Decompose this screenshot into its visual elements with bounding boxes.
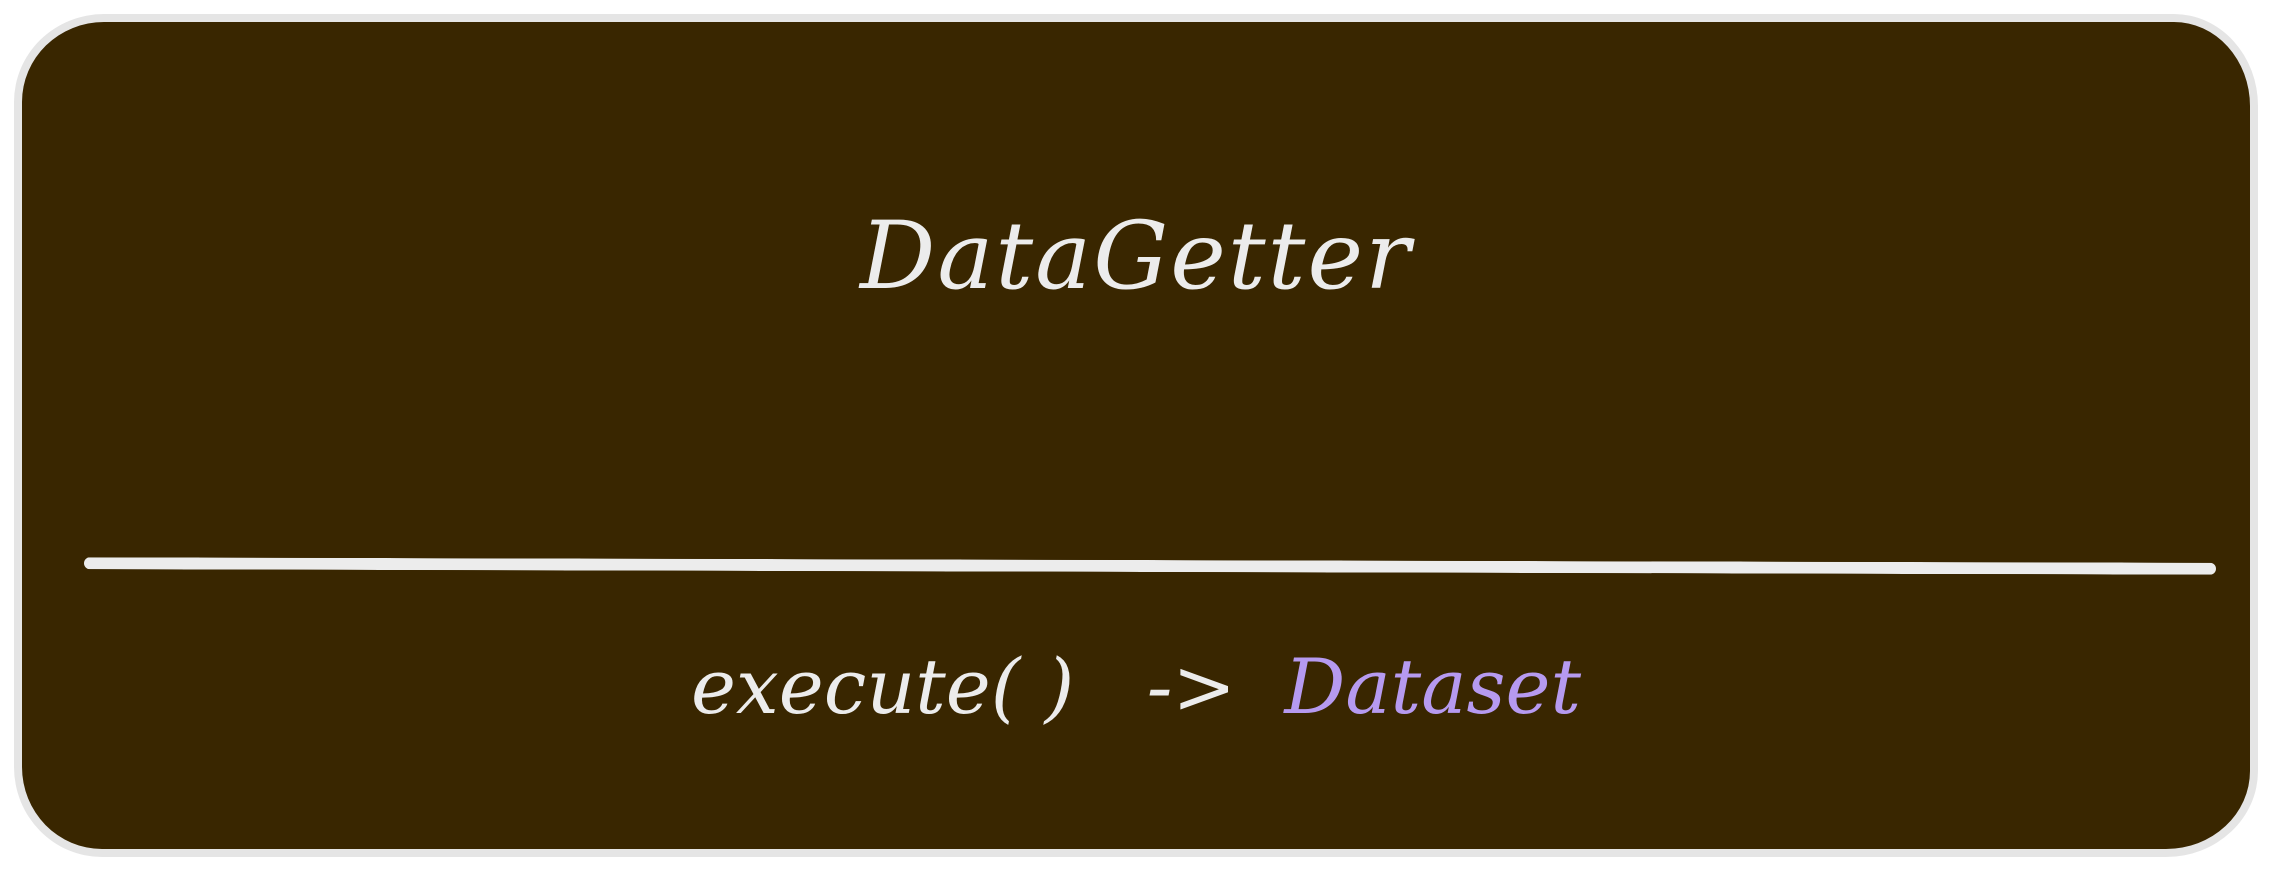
method-row: execute( ) -> Dataset	[22, 642, 2250, 731]
class-box: DataGetter execute( ) -> Dataset	[14, 14, 2258, 857]
return-type: Dataset	[1284, 642, 1582, 731]
method-signature: execute( )	[690, 642, 1075, 731]
class-divider	[83, 557, 2217, 575]
class-name: DataGetter	[859, 202, 1413, 311]
return-arrow: ->	[1146, 642, 1237, 731]
